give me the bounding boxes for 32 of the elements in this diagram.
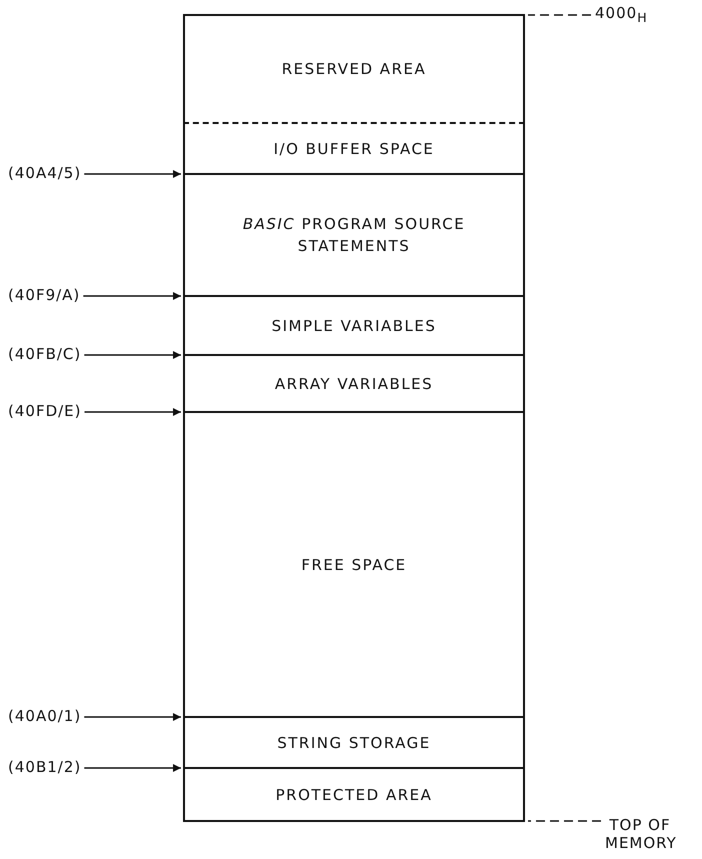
memory-region — [183, 716, 525, 767]
arrow — [84, 713, 181, 721]
arrow — [84, 170, 181, 178]
arrow — [84, 408, 181, 416]
address-label: (40FD/E) — [8, 402, 82, 420]
arrow — [83, 292, 181, 300]
address-label: (40A4/5) — [8, 164, 82, 182]
address-label: TOP OF MEMORY — [605, 816, 675, 852]
region-label: SIMPLE VARIABLES — [272, 316, 436, 336]
region-label: STRING STORAGE — [277, 732, 431, 754]
memory-region — [183, 767, 525, 822]
region-label: RESERVED AREA — [282, 59, 426, 80]
address-label: (40F9/A) — [8, 286, 80, 304]
memory-region — [183, 173, 525, 295]
region-label: FREE SPACE — [301, 554, 407, 576]
arrow — [84, 351, 181, 359]
address-label: (40FB/C) — [8, 345, 82, 363]
leader-line — [528, 820, 601, 822]
leader-line — [528, 14, 591, 16]
address-label: (40B1/2) — [8, 758, 82, 776]
arrow — [84, 764, 181, 772]
region-label: ARRAY VARIABLES — [274, 374, 434, 394]
memory-region — [183, 411, 525, 716]
memory-region — [183, 14, 525, 122]
region-label: PROTECTED AREA — [276, 784, 432, 806]
region-label: BASIC PROGRAM SOURCE STATEMENTS — [242, 214, 466, 257]
memory-region — [183, 122, 525, 173]
address-label: 4000$_{H}$ — [595, 4, 648, 27]
address-label: (40A0/1) — [8, 707, 82, 725]
memory-region — [183, 295, 525, 354]
region-label: I/O BUFFER SPACE — [274, 138, 434, 160]
memory-region — [183, 354, 525, 411]
